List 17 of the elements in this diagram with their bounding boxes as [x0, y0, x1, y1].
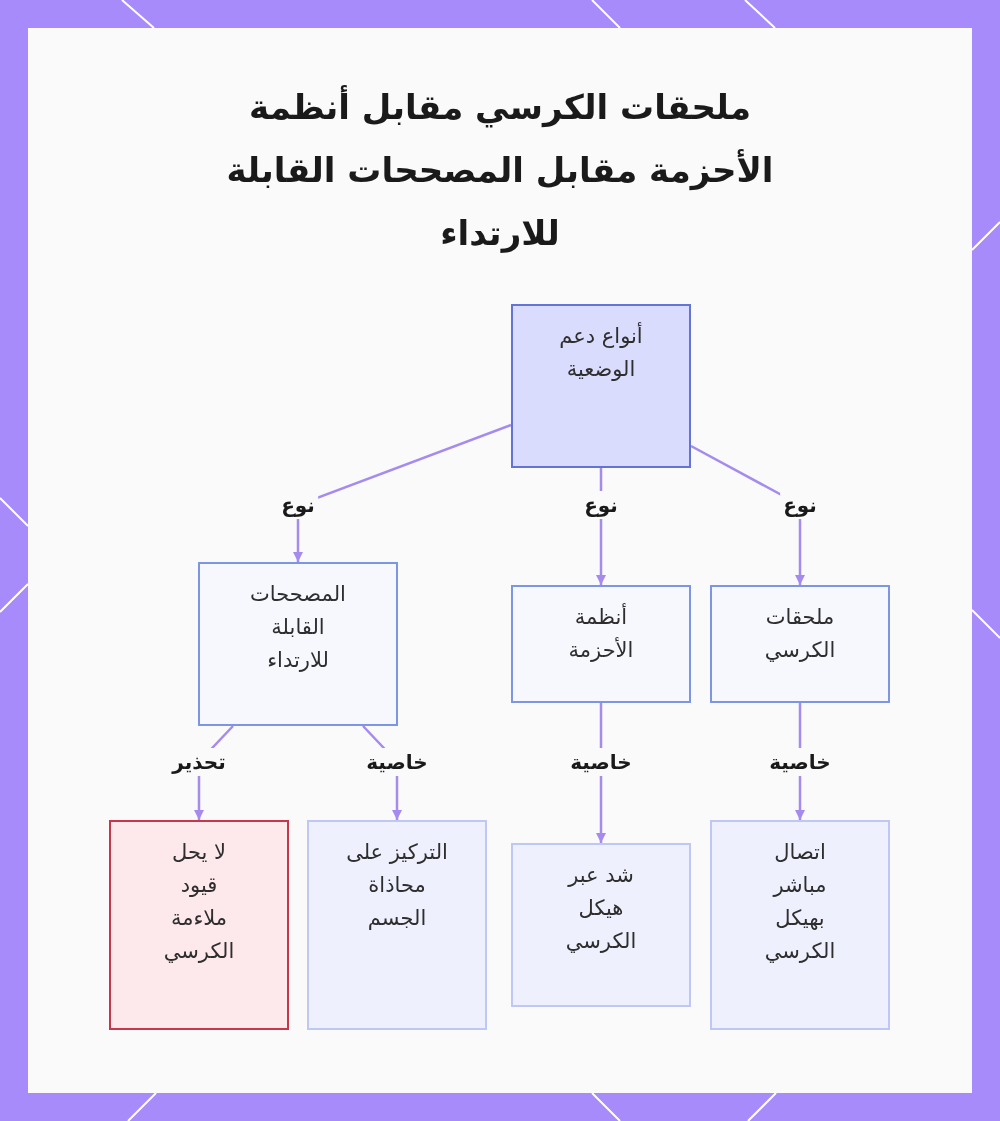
feature-box: اتصال مباشر بهيكل الكرسي	[710, 820, 890, 1030]
edge-label: نوع	[783, 492, 817, 518]
edge-label: خاصية	[366, 749, 428, 775]
category-box: ملحقات الكرسي	[710, 585, 890, 703]
title: ملحقات الكرسي مقابل أنظمة الأحزمة مقابل المصححات القابلة للارتداء	[225, 84, 775, 255]
arrow	[293, 423, 512, 562]
edge-label: خاصية	[570, 749, 632, 775]
edge-label: نوع	[281, 492, 315, 518]
feature-box: التركيز على محاذاة الجسم	[307, 820, 487, 1030]
category-box: أنظمة الأحزمة	[511, 585, 691, 703]
feature-box: شد عبر هيكل الكرسي	[511, 843, 691, 1007]
warning-box: لا يحل قيود ملاءمة الكرسي	[109, 820, 289, 1030]
edge-label: خاصية	[769, 749, 831, 775]
category-box: المصححات القابلة للارتداء	[198, 562, 398, 726]
edge-label: نوع	[584, 492, 618, 518]
root-box: أنواع دعم الوضعية	[511, 304, 691, 468]
edge-label: تحذير	[172, 749, 226, 775]
